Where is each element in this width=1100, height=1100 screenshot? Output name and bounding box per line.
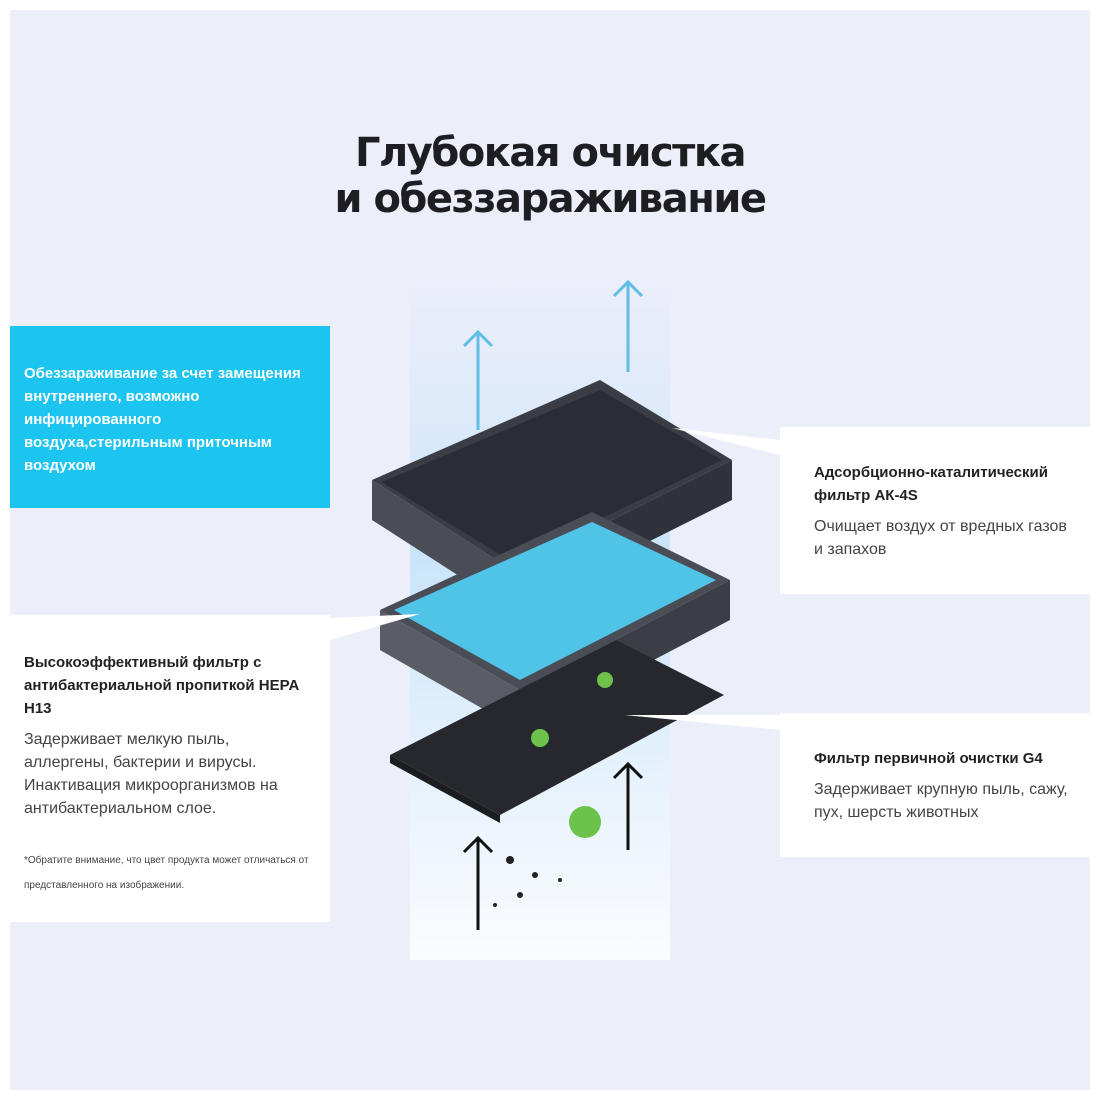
pointer-carbon [672, 428, 780, 455]
microbe-icon [531, 672, 613, 838]
page-title: Глубокая очистка и обеззараживание [0, 130, 1100, 222]
carbon-description: Очищает воздух от вредных газов и запахо… [814, 518, 1067, 558]
carbon-callout: Адсорбционно-каталитический фильтр АК-4S… [780, 427, 1090, 594]
g4-prefilter [390, 640, 724, 823]
hepa-heading: Высокоэффективный фильтр с антибактериал… [24, 654, 299, 717]
color-disclaimer: *Обратите внимание, что цвет продукта мо… [24, 855, 309, 891]
pointer-g4 [625, 715, 780, 730]
g4-description: Задерживает крупную пыль, сажу, пух, шер… [814, 781, 1068, 821]
pointer-hepa [330, 614, 420, 640]
title-line-1: Глубокая очистка [354, 130, 747, 176]
hepa-filter-h13 [380, 512, 730, 730]
carbon-heading: Адсорбционно-каталитический фильтр АК-4S [814, 464, 1048, 504]
disinfection-text: Обеззараживание за счет замещения внутре… [24, 365, 301, 474]
dust-particles [493, 856, 562, 907]
disinfection-callout: Обеззараживание за счет замещения внутре… [10, 326, 330, 508]
g4-callout: Фильтр первичной очистки G4 Задерживает … [780, 713, 1090, 857]
arrow-up-icon [462, 329, 494, 430]
hepa-description: Задерживает мелкую пыль, аллергены, бакт… [24, 731, 278, 817]
arrow-up-icon [612, 761, 644, 850]
arrow-up-icon [612, 279, 644, 372]
g4-heading: Фильтр первичной очистки G4 [814, 750, 1043, 767]
title-line-2: и обеззараживание [334, 176, 767, 222]
hepa-callout: Высокоэффективный фильтр с антибактериал… [10, 615, 330, 922]
arrow-up-icon [462, 835, 494, 930]
